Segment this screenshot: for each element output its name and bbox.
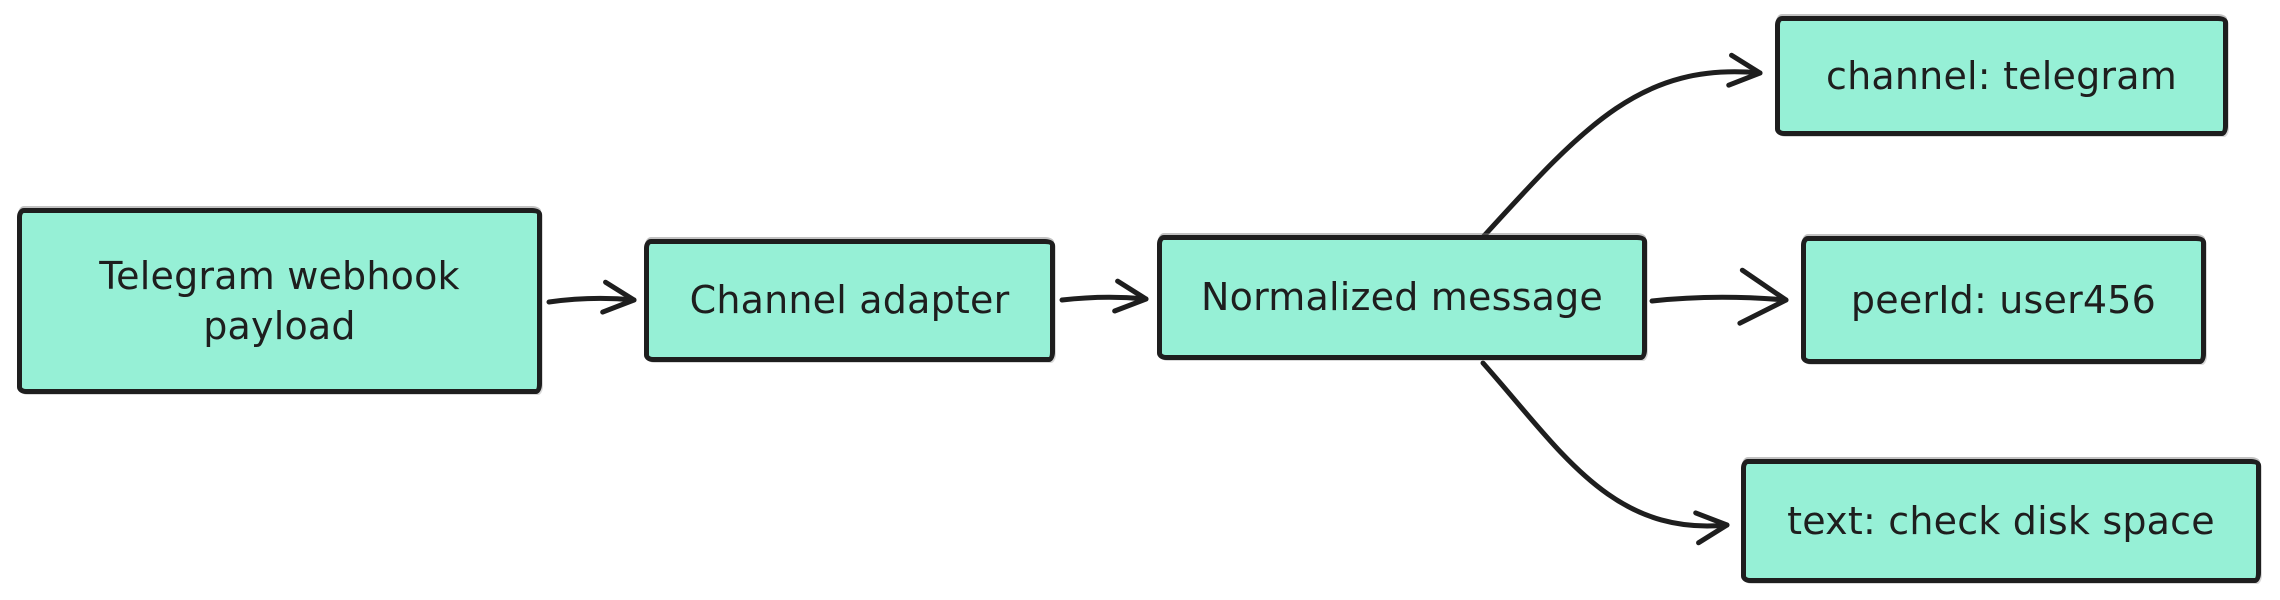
node-label: channel: telegram	[1826, 53, 2177, 98]
arrow-normalized-to-peerid	[1649, 267, 1789, 326]
arrow-payload-to-adapter	[546, 279, 637, 315]
node-telegram-webhook-payload: Telegram webhook payload	[17, 208, 542, 394]
node-field-peerid: peerId: user456	[1801, 236, 2206, 364]
node-label: Telegram webhook payload	[99, 253, 460, 348]
node-field-text: text: check disk space	[1741, 459, 2261, 583]
node-label: text: check disk space	[1787, 498, 2215, 543]
arrow-adapter-to-normalized	[1059, 278, 1149, 314]
arrow-normalized-to-text	[1480, 360, 1730, 546]
node-label: Normalized message	[1201, 275, 1603, 320]
node-label: peerId: user456	[1850, 277, 2157, 322]
node-channel-adapter: Channel adapter	[644, 239, 1055, 362]
node-label: Channel adapter	[689, 278, 1010, 323]
node-field-channel: channel: telegram	[1775, 16, 2228, 136]
node-normalized-message: Normalized message	[1157, 235, 1647, 360]
arrow-normalized-to-channel	[1480, 52, 1763, 240]
